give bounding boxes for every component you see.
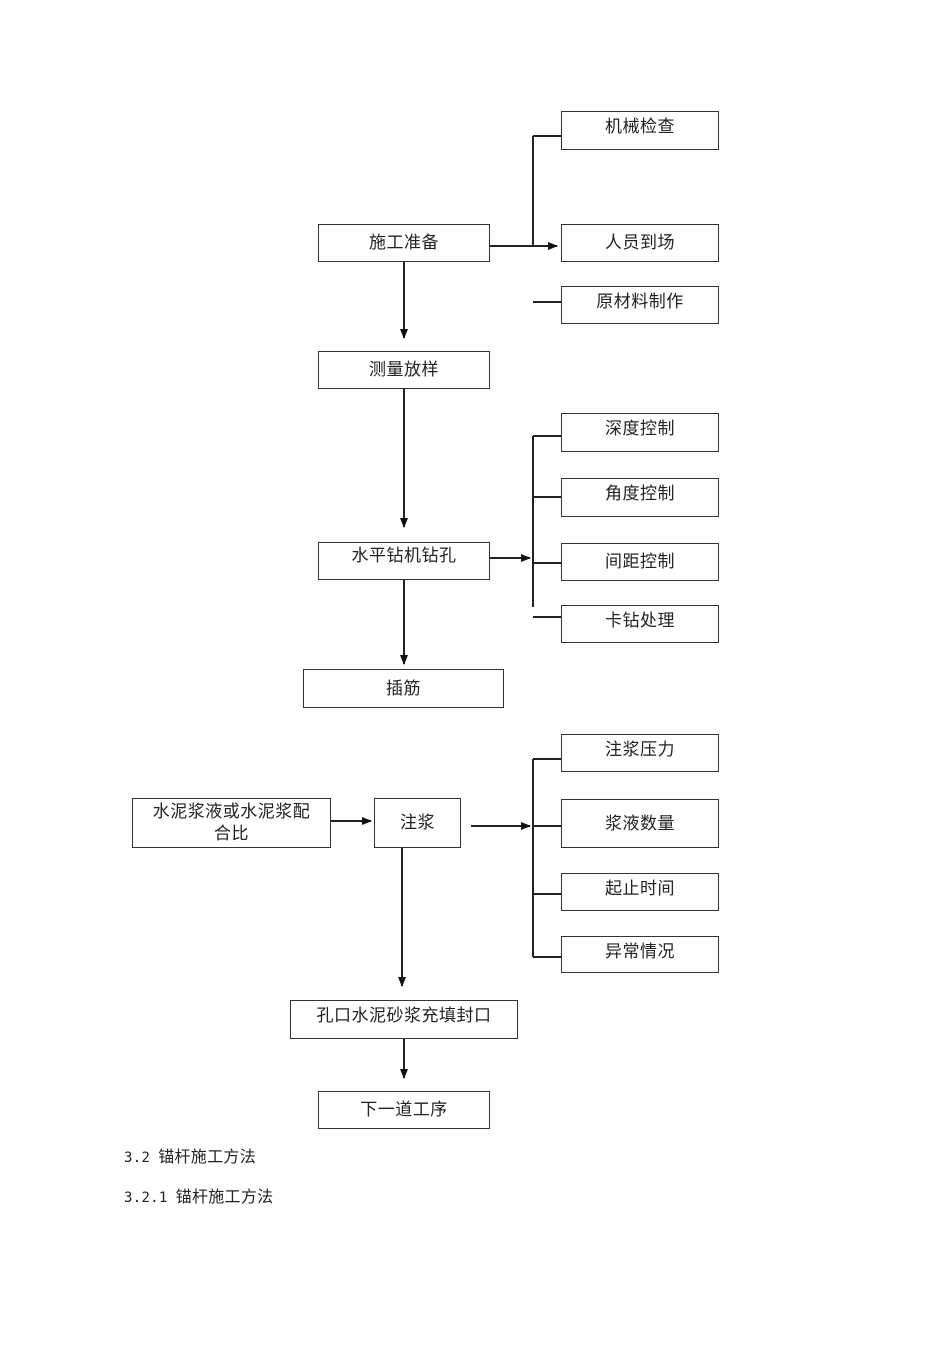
node-angle-ctrl: 角度控制 [561,478,719,517]
node-grout-pressure: 注浆压力 [561,734,719,772]
node-survey: 测量放样 [318,351,490,389]
section-heading-3-2: 3.2 锚杆施工方法 [124,1143,256,1167]
node-stuck-drill: 卡钻处理 [561,605,719,643]
section-title: 锚杆施工方法 [158,1147,256,1166]
node-seal: 孔口水泥砂浆充填封口 [290,1000,518,1039]
node-abnormal: 异常情况 [561,936,719,973]
node-depth-ctrl: 深度控制 [561,413,719,452]
node-grout-volume: 浆液数量 [561,799,719,848]
node-insert-bar: 插筋 [303,669,504,708]
node-mix-ratio-line1: 水泥浆液或水泥浆配 [152,802,311,822]
node-spacing-ctrl: 间距控制 [561,543,719,581]
node-staff-arrive: 人员到场 [561,224,719,262]
node-start-end-time: 起止时间 [561,873,719,911]
node-mix-ratio-line2: 合比 [214,824,249,844]
node-drill: 水平钻机钻孔 [318,542,490,580]
node-next-step: 下一道工序 [318,1091,490,1129]
section-number: 3.2 [124,1150,151,1166]
node-machine-check: 机械检查 [561,111,719,150]
node-prep: 施工准备 [318,224,490,262]
node-grouting: 注浆 [374,798,461,848]
section-title: 锚杆施工方法 [175,1187,274,1206]
node-material: 原材料制作 [561,286,719,324]
section-heading-3-2-1: 3.2.1 锚杆施工方法 [124,1183,273,1207]
node-mix-ratio: 水泥浆液或水泥浆配 合比 [132,798,331,848]
section-number: 3.2.1 [124,1190,168,1206]
